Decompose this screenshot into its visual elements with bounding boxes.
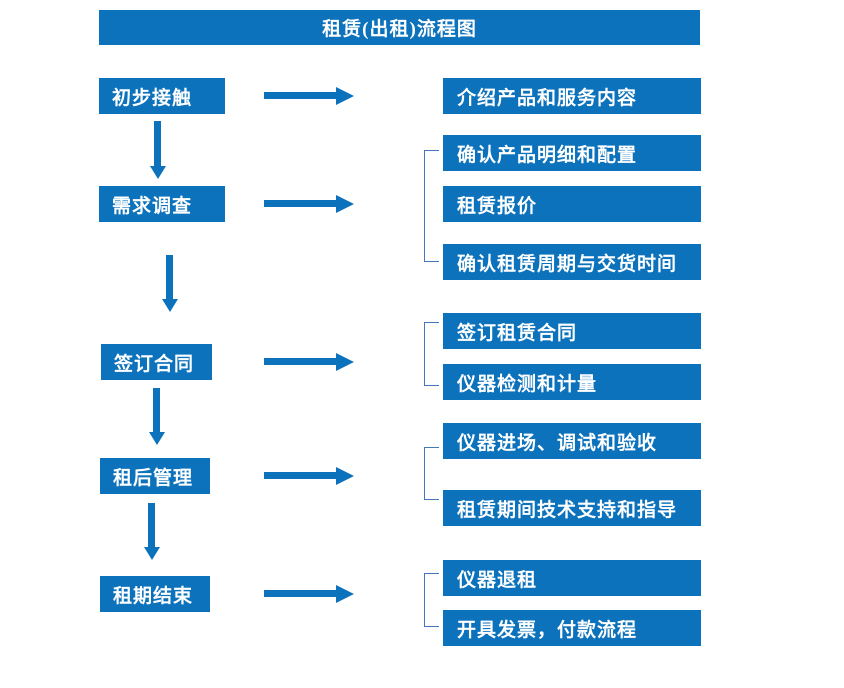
down-arrow-icon — [153, 388, 160, 432]
right-arrow-icon — [264, 472, 336, 479]
bracket-connector — [424, 322, 439, 386]
output-box-tech-support: 租赁期间技术支持和指导 — [443, 490, 701, 526]
output-box-instrument-testing: 仪器检测和计量 — [443, 364, 701, 400]
step-box-initial-contact: 初步接触 — [99, 78, 225, 114]
right-arrow-icon — [264, 590, 336, 597]
right-arrow-icon — [264, 358, 336, 365]
output-box-instrument-setup: 仪器进场、调试和验收 — [443, 423, 701, 459]
down-arrow-icon — [154, 121, 161, 166]
output-box-confirm-period: 确认租赁周期与交货时间 — [443, 244, 701, 280]
bracket-connector — [424, 447, 439, 500]
bracket-connector — [424, 150, 439, 262]
output-box-confirm-details: 确认产品明细和配置 — [443, 135, 701, 171]
step-box-post-rental-management: 租后管理 — [100, 458, 210, 494]
right-arrow-icon — [264, 92, 336, 99]
bracket-connector — [424, 573, 439, 627]
output-box-rental-quote: 租赁报价 — [443, 186, 701, 222]
output-box-introduce-products: 介绍产品和服务内容 — [443, 78, 701, 114]
down-arrow-icon — [148, 503, 155, 547]
step-box-sign-contract: 签订合同 — [101, 344, 212, 380]
step-box-demand-survey: 需求调查 — [99, 186, 225, 222]
down-arrow-icon — [166, 255, 173, 299]
output-box-invoice-payment: 开具发票，付款流程 — [443, 610, 701, 646]
page-title: 租赁(出租)流程图 — [99, 10, 700, 45]
step-box-lease-end: 租期结束 — [100, 576, 210, 612]
output-box-sign-rental-contract: 签订租赁合同 — [443, 313, 701, 349]
right-arrow-icon — [264, 200, 336, 207]
output-box-instrument-return: 仪器退租 — [443, 560, 701, 596]
